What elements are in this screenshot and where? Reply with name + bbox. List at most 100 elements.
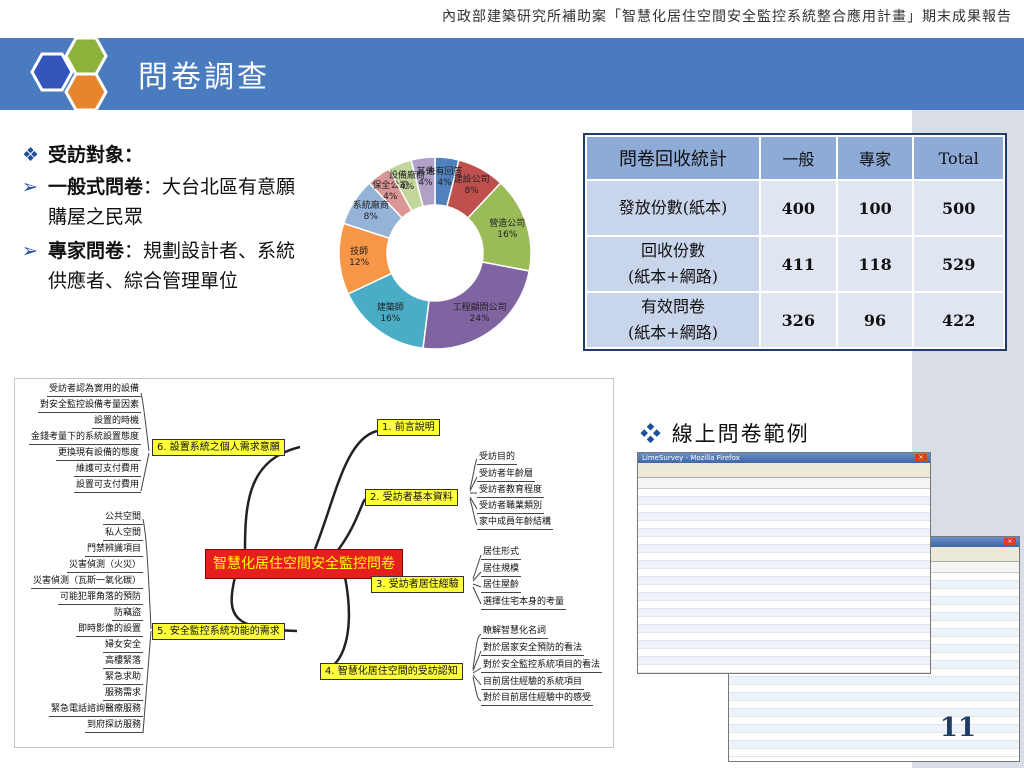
donut-percent: 12%: [349, 257, 370, 268]
survey-row: [638, 585, 930, 593]
survey-row: [729, 669, 1019, 677]
survey-row: [638, 521, 930, 529]
donut-category: 其他: [416, 166, 435, 177]
table-cell: 500: [912, 179, 1005, 237]
diamond-bullet-icon: ❖: [640, 422, 663, 446]
target-item-sep: ：: [124, 240, 144, 262]
survey-row: [729, 733, 1019, 741]
mindmap-leaf: 對安全監控設備考量因素: [37, 399, 141, 413]
donut-percent: 4%: [437, 177, 452, 188]
table-row: 回收份數(紙本+網路) 411 118 529: [585, 235, 1005, 293]
row-label-line: 回收份數: [640, 241, 705, 260]
mindmap-leaf: 設置可支付費用: [73, 479, 141, 493]
donut-percent: 4%: [399, 182, 415, 193]
survey-row: [638, 561, 930, 569]
mindmap-branch-willingness: 6. 設置系統之個人需求意願: [152, 439, 285, 456]
mindmap-leaf: 可能犯罪角落的預防: [57, 591, 143, 605]
mindmap-leaf: 居住屋齡: [481, 579, 522, 593]
connector-b4: [319, 576, 351, 673]
mindmap-leaf: 目前居住經驗的系統項目: [481, 676, 585, 690]
survey-row: [729, 741, 1019, 749]
target-item-desc: 大台北區有意願購屋之民眾: [48, 176, 296, 228]
table-cell: 326: [759, 291, 838, 349]
slide-title: 問卷調查: [138, 60, 270, 95]
table-header-cell: 問卷回收統計: [585, 135, 761, 181]
table-row-label: 發放份數(紙本): [585, 179, 761, 237]
table-row-label: 回收份數 (紙本+網路): [585, 235, 761, 293]
report-header: 內政部建築研究所補助案「智慧化居住空間安全監控系統整合應用計畫」期末成果報告: [442, 9, 1012, 25]
mindmap-leaf: 瞭解智慧化名詞: [481, 625, 549, 639]
browser-address-bar: [638, 478, 930, 489]
survey-row: [638, 489, 930, 497]
browser-window-title: LimeSurvey - Mozilla Firefox: [642, 454, 740, 462]
mindmap-branch-cognition: 4. 智慧化居住空間的受訪認知: [320, 663, 463, 680]
survey-row: [638, 601, 930, 609]
survey-row: [638, 649, 930, 657]
hexagon-logo-icon: [30, 36, 108, 112]
close-icon: ×: [915, 454, 927, 462]
mindmap-leaf: 防竊盜: [111, 607, 143, 621]
mindmap-leaf: 到府探訪服務: [84, 719, 143, 733]
row-label-line: (紙本+網路): [628, 267, 718, 286]
connector-b2: [334, 498, 367, 555]
table-cell: 400: [759, 179, 838, 237]
donut-category: 設備廠商: [389, 171, 426, 182]
donut-slice: [422, 261, 531, 350]
survey-row: [638, 505, 930, 513]
donut-percent: 4%: [383, 191, 398, 202]
mindmap-leaf: 公共空間: [102, 511, 143, 525]
table-cell: 118: [835, 235, 915, 293]
survey-row: [638, 665, 930, 673]
mindmap-branch-basic: 2. 受訪者基本資料: [365, 489, 458, 506]
donut-svg: [338, 156, 532, 350]
online-survey-heading: ❖ 線上問卷範例: [640, 418, 810, 448]
donut-category: 系統廠商: [352, 201, 389, 212]
survey-row: [638, 529, 930, 537]
mindmap-leaf: 金錢考量下的系統設置態度: [28, 431, 141, 445]
connector-b6: [243, 445, 301, 550]
page-number: 11: [939, 713, 977, 743]
mindmap-leaf: 私人空間: [102, 527, 143, 541]
survey-stats-table: 問卷回收統計 一般 專家 Total 發放份數(紙本) 400 100 500 …: [585, 135, 1005, 349]
mindmap-leaf: 高樓緊落: [102, 655, 143, 669]
mindmap-leaf: 更換現有設備的態度: [55, 447, 141, 461]
target-item-text: 專家問卷：規劃設計者、系統供應者、綜合管理單位: [48, 236, 302, 296]
mindmap-leaf: 維護可支付費用: [73, 463, 141, 477]
table-header-cell: 一般: [759, 135, 838, 181]
online-survey-screenshot-front: LimeSurvey - Mozilla Firefox ×: [637, 452, 931, 674]
survey-row: [729, 685, 1019, 693]
table-header-cell: Total: [912, 135, 1005, 181]
survey-row: [638, 657, 930, 665]
donut-percent: 8%: [363, 212, 378, 223]
survey-row: [638, 577, 930, 585]
row-label-line: (紙本+網路): [628, 323, 718, 342]
survey-row: [638, 569, 930, 577]
browser-titlebar: LimeSurvey - Mozilla Firefox ×: [638, 453, 930, 463]
table-cell: 422: [912, 291, 1005, 349]
survey-row: [729, 717, 1019, 725]
row-label-line: 有效問卷: [640, 297, 705, 316]
survey-row: [729, 749, 1019, 757]
survey-row: [638, 633, 930, 641]
mindmap-leaf: 緊急求助: [102, 671, 143, 685]
survey-row: [638, 593, 930, 601]
mindmap-leaf: 設置的時機: [91, 415, 141, 429]
survey-row: [638, 609, 930, 617]
donut-slice: [410, 156, 436, 208]
mindmap-leaf: 居住規模: [481, 563, 522, 577]
mindmap-leaf: 服務需求: [102, 687, 143, 701]
connector-b1: [313, 429, 378, 550]
donut-category: 建築師: [376, 303, 404, 314]
donut-percent: 24%: [469, 314, 490, 325]
survey-row: [638, 625, 930, 633]
target-item-label: 專家問卷: [48, 240, 125, 262]
table-row: 有效問卷(紙本+網路) 326 96 422: [585, 291, 1005, 349]
